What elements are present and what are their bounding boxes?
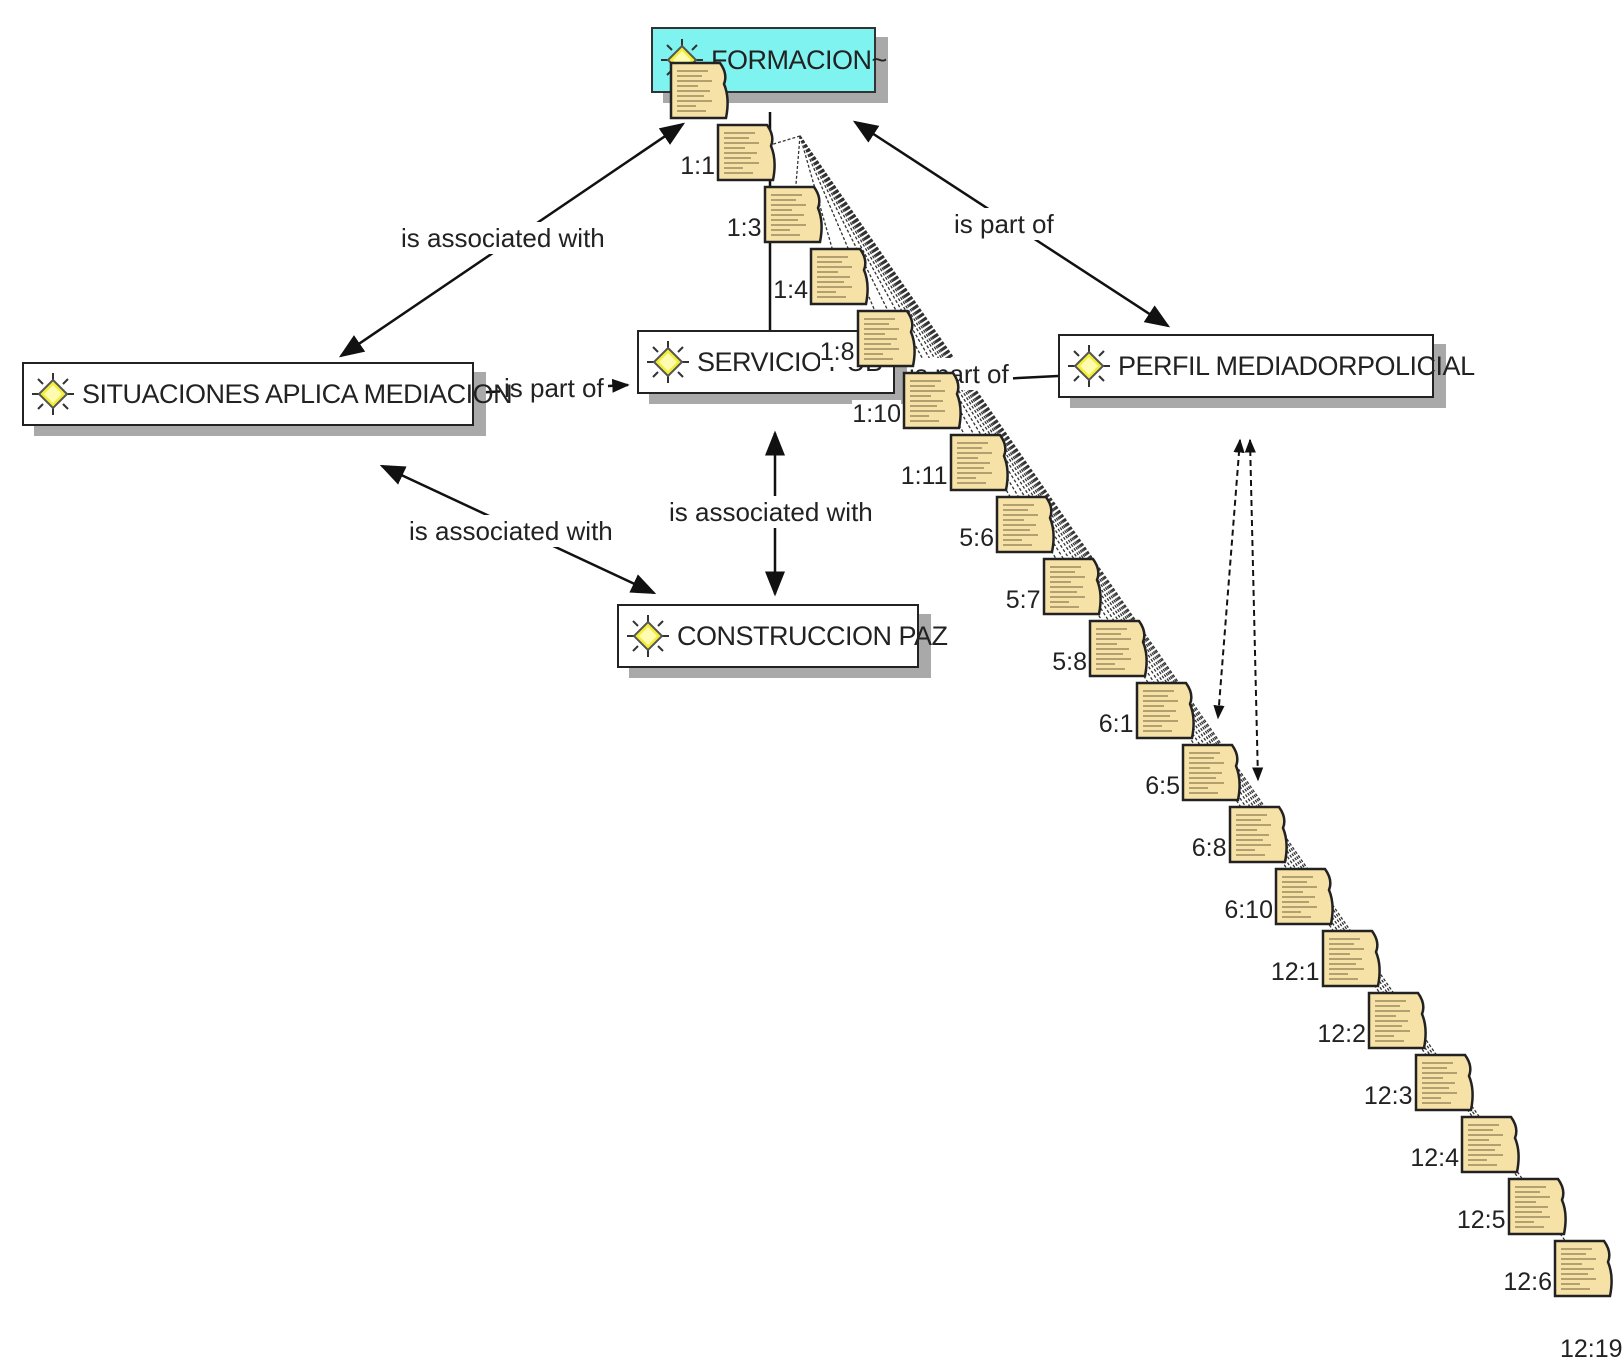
quotation-node[interactable]: 12:5 (1456, 1176, 1570, 1238)
code-node-formacion[interactable]: FORMACION~ (651, 27, 887, 93)
document-icon (1041, 556, 1105, 618)
document-icon (1180, 742, 1244, 804)
quotation-id: 12:6 (1503, 1268, 1552, 1297)
quotation-node[interactable]: 1:1 (680, 122, 779, 184)
quotation-id: 5:7 (1005, 586, 1041, 615)
quotation-id: 1:1 (680, 152, 715, 181)
quotation-node[interactable]: 12:1 (1270, 928, 1384, 990)
quotation-id: 6:10 (1224, 896, 1273, 925)
quotation-id-tail: 12:19 (1560, 1335, 1623, 1363)
document-icon (808, 246, 872, 308)
document-icon (1506, 1176, 1570, 1238)
document-icon (1273, 866, 1337, 928)
quotation-node[interactable]: 1:11 (900, 432, 1012, 494)
document-icon (1366, 990, 1430, 1052)
quotation-node[interactable]: 12:6 (1503, 1238, 1616, 1300)
quotation-id: 1:8 (819, 338, 855, 367)
quotation-id: 6:8 (1191, 834, 1227, 863)
quotation-node[interactable]: 1:3 (726, 184, 826, 246)
quotation-node[interactable]: 6:10 (1224, 866, 1337, 928)
quotation-node[interactable]: 6:5 (1145, 742, 1244, 804)
quotation-id: 12:5 (1456, 1206, 1506, 1235)
code-label: CONSTRUCCION PAZ (677, 620, 948, 651)
quotation-id: 12:2 (1317, 1020, 1366, 1049)
quotation-id: 1:3 (726, 214, 762, 243)
document-icon (715, 122, 779, 184)
quotation-id: 6:1 (1098, 710, 1134, 739)
link-formacion-perfil[interactable] (852, 120, 1171, 328)
code-label: SITUACIONES APLICA MEDIACION (82, 378, 513, 409)
quotation-id: 6:5 (1145, 772, 1180, 801)
quotation-node[interactable]: 6:1 (1098, 680, 1198, 742)
link-situaciones-construccion[interactable] (379, 464, 657, 595)
code-icon (645, 339, 691, 385)
code-icon (625, 613, 671, 659)
document-icon (948, 432, 1012, 494)
quotation-node[interactable]: 12:2 (1317, 990, 1430, 1052)
quotation-node[interactable]: 12:3 (1363, 1052, 1477, 1114)
quotation-node[interactable]: 5:8 (1052, 618, 1151, 680)
link-perfil-quote-dashed-2[interactable] (1244, 438, 1264, 782)
code-node-situaciones[interactable]: SITUACIONES APLICA MEDIACION (22, 362, 513, 426)
code-label: PERFIL MEDIADORPOLICIAL (1118, 350, 1475, 381)
quotation-id: 12:1 (1270, 958, 1320, 987)
link-formacion-situaciones[interactable] (338, 122, 686, 358)
quotation-link[interactable] (799, 135, 1074, 587)
quotation-id: 12:4 (1410, 1144, 1459, 1173)
quotation-node[interactable]: 1:8 (819, 308, 919, 370)
document-icon (668, 60, 732, 122)
quotation-node[interactable]: 12:4 (1410, 1114, 1523, 1176)
quotation-id: 12:3 (1363, 1082, 1413, 1111)
link-perfil-quote-dashed-1[interactable] (1213, 438, 1245, 720)
quotation-link[interactable] (799, 135, 1492, 1145)
document-icon (1227, 804, 1291, 866)
code-label: FORMACION~ (711, 44, 887, 75)
code-icon (1066, 343, 1112, 389)
document-icon (855, 308, 919, 370)
document-icon (1320, 928, 1384, 990)
quotation-node[interactable]: 6:8 (1191, 804, 1291, 866)
quotation-node[interactable]: 5:7 (1005, 556, 1105, 618)
document-icon (1552, 1238, 1616, 1300)
document-icon (1134, 680, 1198, 742)
quotation-id: 1:4 (773, 276, 808, 305)
document-icon (1087, 618, 1151, 680)
document-icon (1413, 1052, 1477, 1114)
document-icon (762, 184, 826, 246)
quotation-node[interactable]: 1:4 (773, 246, 872, 308)
code-node-perfil[interactable]: PERFIL MEDIADORPOLICIAL (1058, 334, 1475, 398)
quotation-id: 5:8 (1052, 648, 1087, 677)
quotation-link[interactable] (799, 135, 888, 339)
document-icon (994, 494, 1058, 556)
document-icon (901, 370, 965, 432)
code-node-construccion[interactable]: CONSTRUCCION PAZ (617, 604, 948, 668)
quotation-node[interactable]: 5:6 (959, 494, 1058, 556)
quotation-node[interactable]: 1:10 (852, 370, 965, 432)
quotation-id: 1:10 (852, 400, 901, 429)
quotation-id: 5:6 (959, 524, 994, 553)
code-icon (30, 371, 76, 417)
quotation-cluster-node[interactable] (668, 60, 732, 122)
quotation-id: 1:11 (900, 462, 948, 491)
quotation-link[interactable] (799, 135, 1167, 711)
document-icon (1459, 1114, 1523, 1176)
